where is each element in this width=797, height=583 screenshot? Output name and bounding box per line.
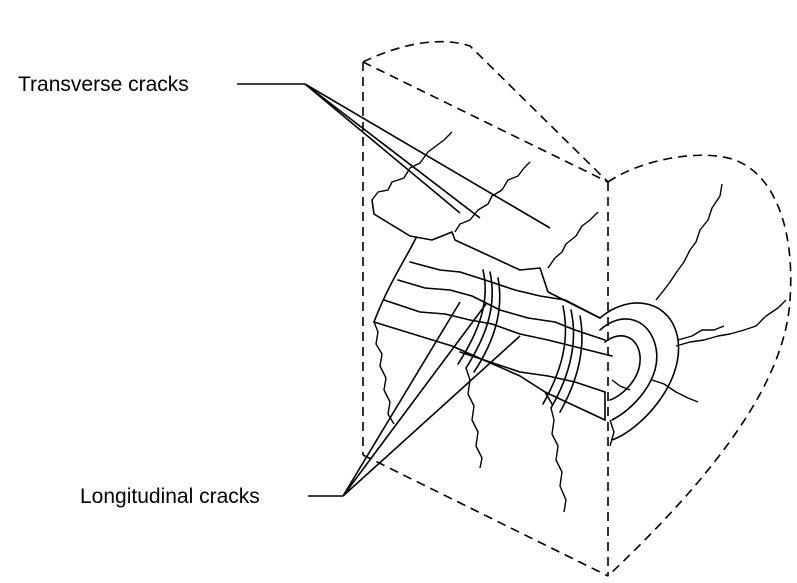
transverse-cracks-label: Transverse cracks [18,73,189,96]
crack-branches [371,131,787,513]
crack-region [371,199,680,441]
longitudinal-cracks-label: Longitudinal cracks [80,485,260,508]
leader-lines [237,83,551,497]
specimen-outline [362,40,792,577]
